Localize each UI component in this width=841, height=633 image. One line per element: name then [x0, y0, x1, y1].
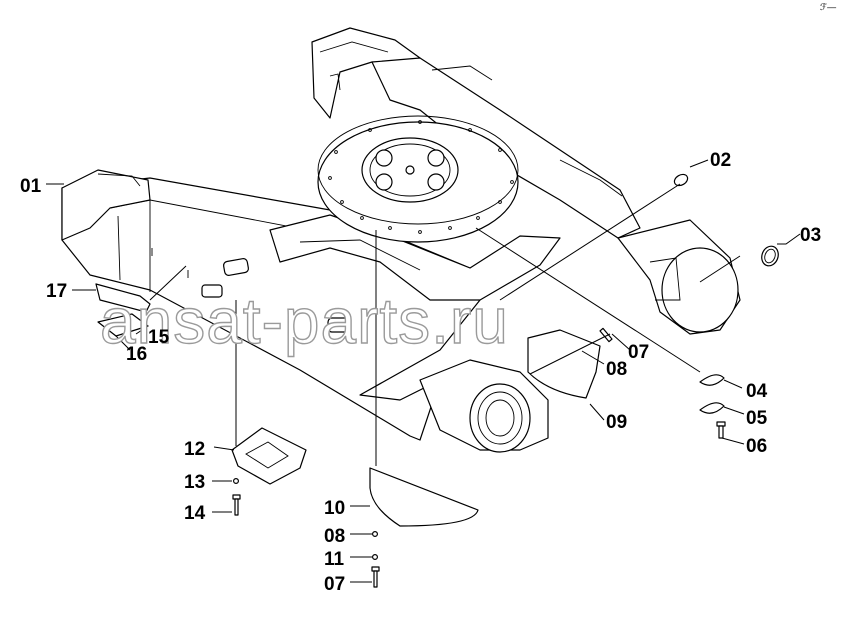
leader-lines: [46, 159, 801, 583]
part-05-shim: [699, 402, 725, 414]
part-09-cover: [527, 329, 601, 399]
label-11: 11: [324, 549, 345, 570]
label-16: 16: [126, 344, 147, 365]
label-09: 09: [606, 412, 627, 433]
label-08-bottom: 08: [324, 526, 345, 547]
corner-mark: ℱ—: [820, 2, 836, 12]
left-end-block: [61, 169, 151, 241]
label-14: 14: [184, 503, 206, 524]
part-04-shim: [699, 374, 725, 386]
label-02: 02: [710, 150, 731, 171]
part-07a-pin: [599, 327, 613, 343]
part-11-washer: [372, 553, 379, 560]
label-15: 15: [148, 327, 170, 348]
part-07b-bolt: [371, 566, 380, 588]
part-02-ring: [673, 173, 689, 187]
track-frame-drawing: [61, 27, 741, 453]
label-17: 17: [46, 281, 67, 302]
label-05: 05: [746, 408, 768, 429]
label-08-top: 08: [606, 359, 627, 380]
label-01: 01: [20, 176, 42, 197]
label-10: 10: [324, 498, 345, 519]
right-frame-end: [617, 219, 741, 335]
label-07-bottom: 07: [324, 574, 345, 595]
label-12: 12: [184, 439, 205, 460]
swing-bearing-ring: [317, 115, 519, 243]
part-13-washer: [233, 478, 240, 485]
callout-labels: 01 02 03 04 05 06 07 08 09 10 08 11 07 1…: [20, 150, 821, 595]
label-13: 13: [184, 472, 205, 493]
part-06-bolt: [716, 421, 726, 439]
watermark-text: ansat-parts.ru: [100, 285, 509, 357]
part-17-clamp: [95, 283, 151, 313]
label-07-top: 07: [628, 342, 649, 363]
part-12-bracket: [231, 427, 307, 485]
label-03: 03: [800, 225, 821, 246]
part-03-ring: [761, 245, 779, 267]
idler-housing: [419, 359, 549, 453]
part-10-cover: [369, 467, 479, 527]
part-14-bolt: [232, 494, 241, 516]
part-08b-washer: [372, 530, 379, 537]
label-04: 04: [746, 381, 768, 402]
label-06: 06: [746, 436, 767, 457]
